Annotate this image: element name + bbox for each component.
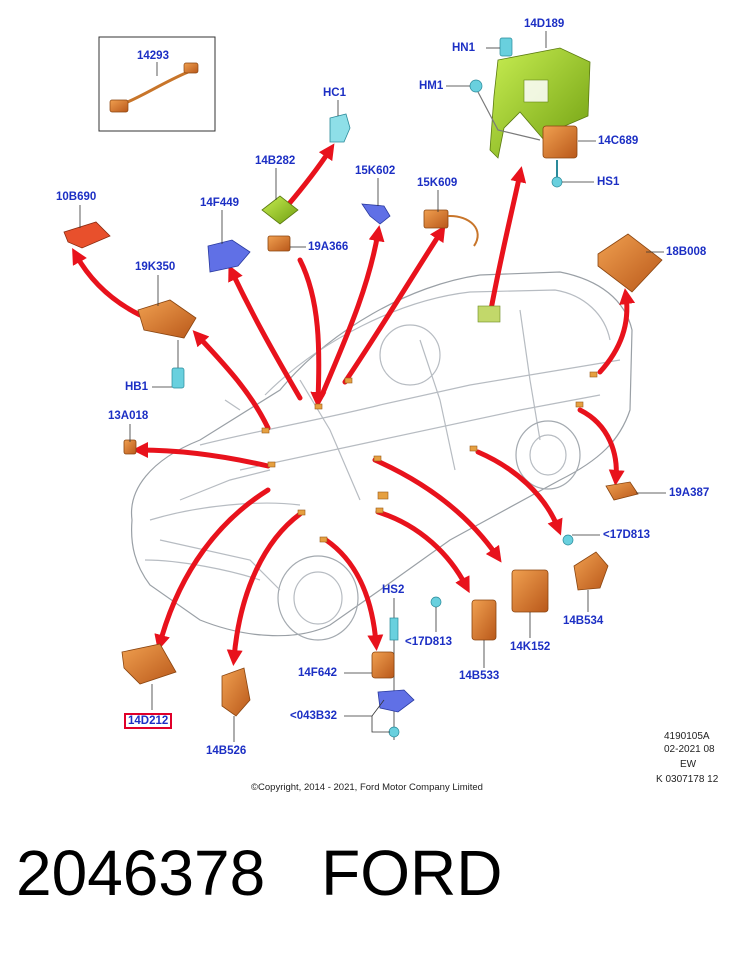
sensor-15K602 [361, 203, 391, 225]
label-10B690: 10B690 [56, 191, 97, 203]
vehicle-outline [130, 271, 633, 641]
module-14K152 [511, 569, 549, 613]
caption: 2046378 FORD [16, 836, 558, 910]
connector-19A387 [605, 481, 639, 501]
label-HM1: HM1 [419, 80, 444, 92]
module-14D212 [121, 643, 177, 685]
bracket-14B526 [221, 667, 251, 717]
label-17D813-right: <17D813 [603, 529, 650, 541]
label-18B008: 18B008 [666, 246, 707, 258]
bracket-14D189 [477, 47, 591, 159]
label-14B533: 14B533 [459, 670, 500, 682]
module-19K350 [137, 299, 197, 339]
label-HS1: HS1 [597, 176, 620, 188]
bracket-14B282 [261, 195, 299, 225]
label-15K609: 15K609 [417, 177, 458, 189]
clip-HN1 [499, 37, 513, 57]
inset-frame [98, 36, 216, 132]
label-14B534: 14B534 [563, 615, 604, 627]
sensor-14F449 [207, 239, 251, 273]
module-14B534 [573, 551, 609, 591]
label-19A387: 19A387 [669, 487, 710, 499]
copyright-notice: ©Copyright, 2014 - 2021, Ford Motor Comp… [251, 782, 483, 793]
meta-code: K 0307178 12 [656, 774, 719, 785]
location-markers [261, 305, 598, 543]
label-HB1: HB1 [125, 381, 149, 393]
connector-19A366 [267, 235, 291, 252]
label-HC1: HC1 [323, 87, 347, 99]
label-043B32: <043B32 [290, 710, 337, 722]
module-14B533 [471, 599, 497, 641]
harness-14293 [109, 62, 199, 113]
part-number: 2046378 [16, 837, 266, 909]
wiring-diagram [63, 31, 666, 742]
bracket-HC1 [329, 113, 351, 143]
label-14B282: 14B282 [255, 155, 296, 167]
bracket-043B32 [364, 689, 415, 738]
module-14C689 [542, 125, 578, 159]
clip-HM1 [469, 79, 483, 93]
leader-lines [79, 31, 666, 742]
module-10B690 [63, 221, 111, 249]
label-14F642: 14F642 [298, 667, 338, 679]
meta-date: 02-2021 08 [664, 744, 715, 755]
label-17D813-mid: <17D813 [405, 636, 452, 648]
label-19K350: 19K350 [135, 261, 176, 273]
clip-17D813-mid [430, 596, 442, 632]
meta-region: EW [680, 759, 697, 770]
connector-13A018 [123, 439, 137, 455]
screw-HS1 [551, 160, 563, 188]
clip-17D813-right [562, 534, 574, 546]
module-14F642 [371, 651, 395, 679]
label-HS2: HS2 [382, 584, 405, 596]
label-14293: 14293 [137, 50, 169, 62]
label-13A018: 13A018 [108, 410, 149, 422]
module-18B008 [597, 233, 663, 293]
sensor-15K609 [423, 209, 479, 247]
label-14K152: 14K152 [510, 641, 551, 653]
bolt-HB1 [171, 340, 185, 389]
label-15K602: 15K602 [355, 165, 396, 177]
label-14B526: 14B526 [206, 745, 247, 757]
brand-name: FORD [321, 837, 503, 909]
label-19A366: 19A366 [308, 241, 349, 253]
label-HN1: HN1 [452, 42, 476, 54]
label-14D189: 14D189 [524, 18, 565, 30]
label-14C689: 14C689 [598, 135, 639, 147]
meta-ref: 4190105A [664, 731, 710, 742]
label-14D212-highlighted: 14D212 [124, 713, 173, 729]
label-14F449: 14F449 [200, 197, 240, 209]
callout-arrows [72, 143, 636, 666]
